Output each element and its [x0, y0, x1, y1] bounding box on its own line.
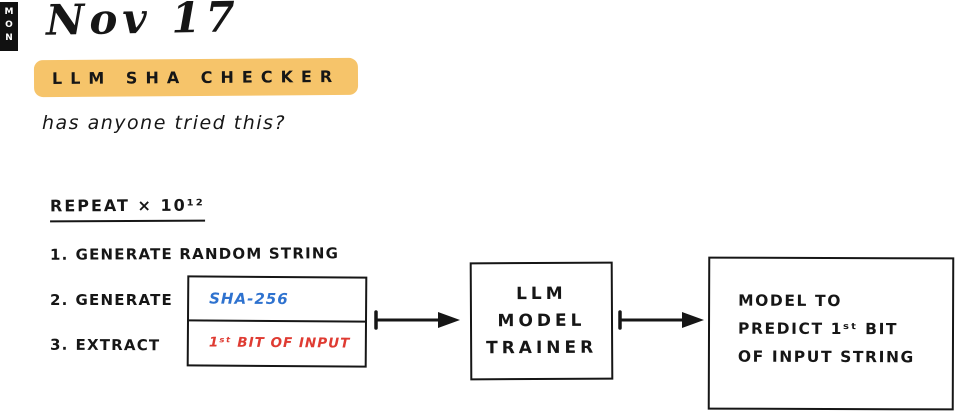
sha-256-label: SHA-256: [189, 277, 366, 323]
step-2: 2. GENERATE: [50, 291, 173, 309]
step-2-number: 2.: [50, 291, 69, 309]
output-line-3: OF INPUT STRING: [737, 347, 915, 367]
trainer-line-3: TRAINER: [486, 337, 598, 359]
step-1-label: GENERATE RANDOM STRING: [75, 244, 340, 264]
note-title: LLM SHA CHECKER: [51, 66, 341, 89]
output-line-1: MODEL TO: [738, 291, 843, 311]
arrow-right-2-icon: [618, 310, 704, 330]
input-box: SHA-256 1ˢᵗ BIT OF INPUT: [186, 275, 368, 368]
step-1-number: 1.: [49, 245, 69, 264]
step-2-label: GENERATE: [75, 291, 173, 309]
day-tag: MON: [0, 2, 18, 51]
step-3: 3. EXTRACT: [50, 336, 160, 355]
step-3-number: 3.: [49, 335, 69, 354]
repeat-heading: REPEAT × 10¹²: [49, 195, 205, 223]
arrow-right-1-icon: [374, 310, 460, 330]
step-1: 1. GENERATE RANDOM STRING: [50, 244, 339, 264]
date-heading: Nov 17: [45, 0, 241, 45]
first-bit-label: 1ˢᵗ BIT OF INPUT: [208, 334, 351, 352]
trainer-line-2: MODEL: [497, 310, 586, 332]
output-line-2: PREDICT 1ˢᵗ BIT: [737, 319, 899, 339]
note-title-highlight: LLM SHA CHECKER: [33, 57, 359, 98]
output-box: MODEL TO PREDICT 1ˢᵗ BIT OF INPUT STRING: [707, 256, 955, 411]
trainer-box: LLM MODEL TRAINER: [469, 261, 614, 381]
question-text: has anyone tried this?: [42, 112, 287, 134]
step-3-label: EXTRACT: [75, 335, 161, 355]
trainer-line-1: LLM: [516, 283, 567, 305]
